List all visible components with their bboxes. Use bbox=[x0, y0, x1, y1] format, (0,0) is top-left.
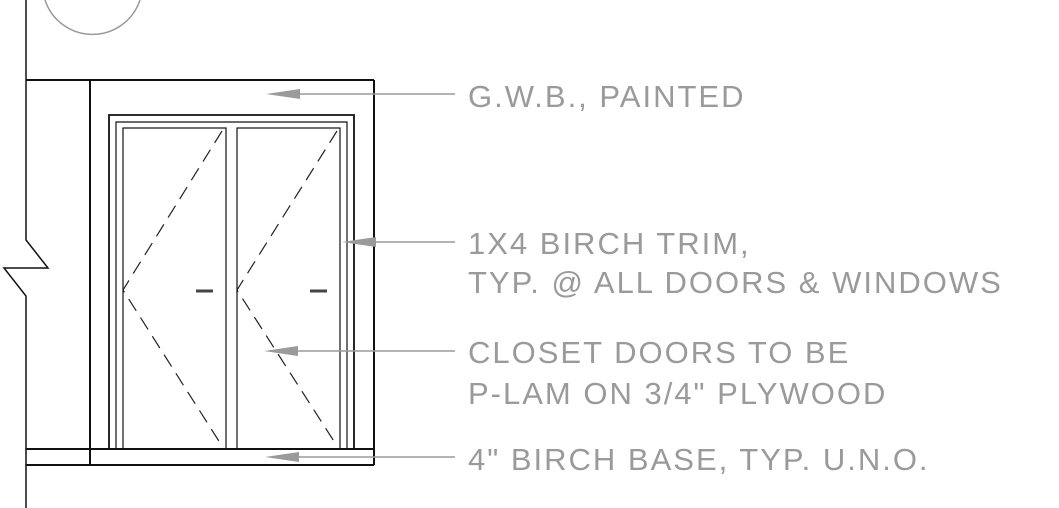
right-door-swing bbox=[236, 130, 338, 447]
leader-trim bbox=[342, 237, 455, 247]
leader-gwb bbox=[266, 89, 455, 99]
door-trim-inner bbox=[115, 121, 348, 449]
left-door-panel bbox=[122, 127, 227, 450]
door-trim-outer bbox=[108, 114, 355, 449]
note-doors-line-2: P-LAM ON 3/4" PLYWOOD bbox=[468, 376, 887, 411]
note-gwb: G.W.B., PAINTED bbox=[468, 79, 745, 114]
wall-break-line bbox=[2, 0, 50, 508]
leader-base bbox=[265, 452, 455, 462]
right-door-panel bbox=[236, 127, 341, 450]
note-base: 4" BIRCH BASE, TYP. U.N.O. bbox=[468, 442, 930, 477]
note-trim-line-2: TYP. @ ALL DOORS & WINDOWS bbox=[468, 265, 1003, 300]
note-doors-line-1: CLOSET DOORS TO BE bbox=[468, 335, 850, 370]
left-door-swing bbox=[122, 130, 223, 447]
note-trim-line-1: 1X4 BIRCH TRIM, bbox=[468, 226, 751, 261]
grid-bubble-arc bbox=[44, 0, 141, 36]
leader-doors bbox=[264, 346, 455, 356]
